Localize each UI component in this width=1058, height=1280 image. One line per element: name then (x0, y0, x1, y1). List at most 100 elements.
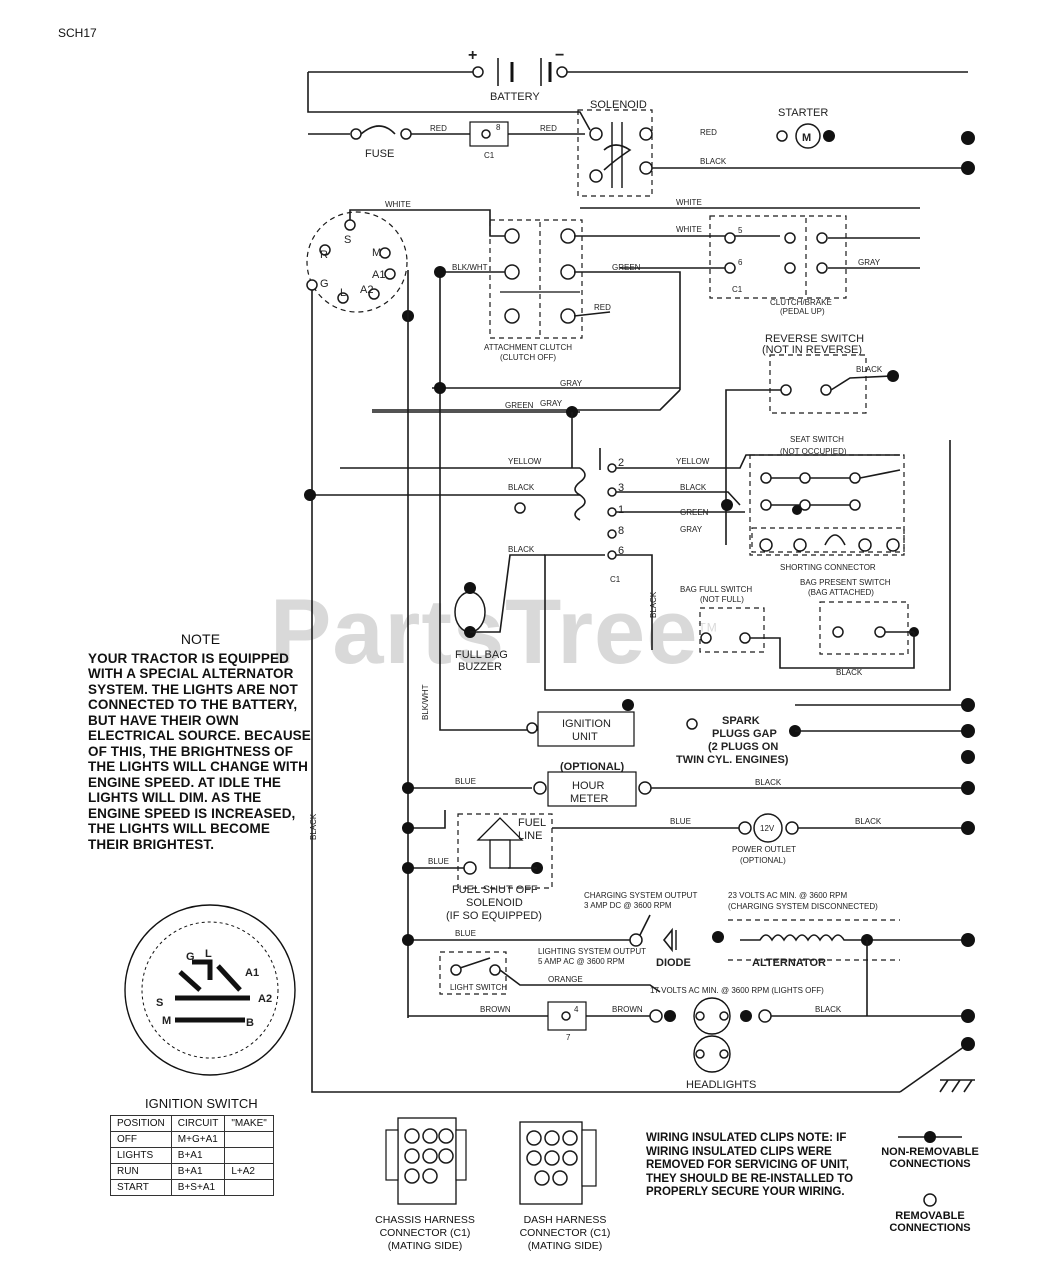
svg-text:BLK/WHT: BLK/WHT (421, 684, 430, 720)
legend-removable: REMOVABLE CONNECTIONS (889, 1210, 971, 1234)
svg-text:BLACK: BLACK (508, 545, 535, 554)
svg-text:L: L (340, 287, 346, 299)
svg-text:G: G (186, 951, 195, 963)
svg-text:A2: A2 (258, 993, 272, 1005)
svg-text:BLUE: BLUE (455, 777, 476, 786)
svg-text:A1: A1 (372, 269, 385, 281)
svg-text:(OPTIONAL): (OPTIONAL) (740, 856, 786, 865)
svg-text:STARTER: STARTER (778, 107, 828, 119)
wiring-clips-note: WIRING INSULATED CLIPS NOTE: IF WIRING I… (646, 1132, 854, 1198)
reverse-switch: REVERSE SWITCH (NOT IN REVERSE) BLACK (725, 333, 899, 545)
svg-text:PLUGS GAP: PLUGS GAP (712, 728, 777, 740)
battery-circuit: + − BATTERY (307, 47, 968, 131)
svg-text:B: B (246, 1017, 254, 1029)
svg-text:BLACK: BLACK (836, 668, 863, 677)
svg-text:BLACK: BLACK (856, 365, 883, 374)
svg-text:M: M (162, 1015, 171, 1027)
svg-text:GREEN: GREEN (680, 508, 709, 517)
svg-text:BLACK: BLACK (700, 157, 727, 166)
svg-text:(NOT FULL): (NOT FULL) (700, 595, 744, 604)
svg-text:3: 3 (618, 482, 624, 494)
svg-text:ATTACHMENT CLUTCH: ATTACHMENT CLUTCH (484, 343, 572, 352)
svg-text:BLACK: BLACK (649, 591, 658, 618)
harness-lines: GRAY GRAY YELLOW BLACK GREEN (304, 266, 681, 1018)
starter: STARTER M (776, 107, 975, 175)
svg-text:UNIT: UNIT (572, 731, 598, 743)
svg-text:12V: 12V (760, 824, 775, 833)
svg-text:WHITE: WHITE (676, 198, 702, 207)
fuse-label: FUSE (365, 148, 394, 160)
svg-text:BUZZER: BUZZER (458, 661, 502, 673)
bag-switches: BAG FULL SWITCH (NOT FULL) BAG PRESENT S… (680, 578, 919, 677)
svg-text:BLUE: BLUE (428, 857, 449, 866)
svg-text:REVERSE SWITCH: REVERSE SWITCH (765, 333, 864, 345)
svg-text:A2: A2 (360, 284, 373, 296)
svg-text:GRAY: GRAY (680, 525, 703, 534)
svg-text:8: 8 (618, 525, 624, 537)
svg-text:G: G (320, 278, 329, 290)
svg-text:RED: RED (700, 128, 717, 137)
chassis-harness-connector (385, 1117, 467, 1205)
svg-text:2: 2 (618, 457, 624, 469)
svg-text:8: 8 (496, 123, 501, 132)
svg-text:BLUE: BLUE (670, 817, 691, 826)
svg-text:BLACK: BLACK (755, 778, 782, 787)
legend (898, 1131, 962, 1207)
svg-text:7: 7 (566, 1033, 571, 1042)
svg-text:(CHARGING SYSTEM DISCONNECTED): (CHARGING SYSTEM DISCONNECTED) (728, 902, 878, 911)
svg-text:(2 PLUGS ON: (2 PLUGS ON (708, 741, 778, 753)
svg-text:5 AMP AC @ 3600 RPM: 5 AMP AC @ 3600 RPM (538, 957, 625, 966)
ignition-switch-title: IGNITION SWITCH (145, 1096, 258, 1111)
svg-text:C1: C1 (484, 151, 495, 160)
svg-text:BLUE: BLUE (455, 929, 476, 938)
svg-text:YELLOW: YELLOW (676, 457, 710, 466)
svg-text:6: 6 (738, 258, 743, 267)
light-switch: LIGHT SWITCH ORANGE 17 VOLTS AC MIN. @ 3… (439, 951, 824, 995)
svg-text:L: L (205, 948, 212, 960)
svg-text:TWIN CYL. ENGINES): TWIN CYL. ENGINES) (676, 754, 789, 766)
dash-harness-connector (519, 1121, 597, 1205)
svg-text:LINE: LINE (518, 830, 542, 842)
battery-plus: + (468, 47, 477, 64)
svg-text:(OPTIONAL): (OPTIONAL) (560, 761, 624, 773)
svg-text:M: M (372, 247, 381, 259)
svg-text:FULL BAG: FULL BAG (455, 649, 508, 661)
svg-text:23 VOLTS AC MIN. @ 3600 RPM: 23 VOLTS AC MIN. @ 3600 RPM (728, 891, 847, 900)
svg-text:GRAY: GRAY (540, 399, 563, 408)
attachment-clutch: ATTACHMENT CLUTCH (CLUTCH OFF) BLK/WHT G… (439, 219, 780, 731)
svg-text:GRAY: GRAY (560, 379, 583, 388)
fuse-circuit: 8 C1 FUSE RED RED (308, 121, 585, 160)
svg-text:CHARGING SYSTEM OUTPUT: CHARGING SYSTEM OUTPUT (584, 891, 697, 900)
svg-text:HOUR: HOUR (572, 780, 604, 792)
hour-meter: (OPTIONAL) BLUE HOUR METER BLACK (402, 761, 975, 807)
svg-text:(NOT OCCUPIED): (NOT OCCUPIED) (780, 447, 847, 456)
svg-text:S: S (156, 997, 163, 1009)
seat-switch: SEAT SWITCH (NOT OCCUPIED) SHORTING CONN… (749, 435, 905, 572)
svg-text:SOLENOID: SOLENOID (590, 99, 647, 111)
svg-text:CLUTCH/BRAKE: CLUTCH/BRAKE (770, 298, 832, 307)
svg-text:C1: C1 (732, 285, 743, 294)
svg-text:WHITE: WHITE (676, 225, 702, 234)
svg-text:6: 6 (618, 545, 624, 557)
svg-text:S: S (344, 234, 351, 246)
svg-text:4: 4 (574, 1005, 579, 1014)
clutch-brake: 5 6 C1 CLUTCH/BRAKE (PEDAL UP) WHITE WHI… (580, 198, 920, 316)
svg-text:GREEN: GREEN (505, 401, 534, 410)
svg-text:A1: A1 (245, 967, 259, 979)
svg-text:(IF SO EQUIPPED): (IF SO EQUIPPED) (446, 910, 542, 922)
svg-text:YELLOW: YELLOW (508, 457, 542, 466)
svg-text:RED: RED (594, 303, 611, 312)
spark-plugs: SPARK PLUGS GAP (2 PLUGS ON TWIN CYL. EN… (676, 698, 975, 766)
svg-text:17 VOLTS AC MIN. @ 3600 RPM (L: 17 VOLTS AC MIN. @ 3600 RPM (LIGHTS OFF) (650, 986, 824, 995)
svg-text:BLACK: BLACK (309, 813, 318, 840)
page-code: SCH17 (58, 26, 97, 40)
alternator-note: NOTE YOUR TRACTOR IS EQUIPPED WITH A SPE… (88, 631, 311, 852)
svg-text:LIGHTING SYSTEM OUTPUT: LIGHTING SYSTEM OUTPUT (538, 947, 646, 956)
svg-text:SPARK: SPARK (722, 715, 760, 727)
headlights: 4 7 BROWN BROWN BLACK HEADLIGHTS BLACK (309, 813, 975, 1093)
svg-text:(CLUTCH OFF): (CLUTCH OFF) (500, 353, 556, 362)
svg-text:LIGHT SWITCH: LIGHT SWITCH (450, 983, 507, 992)
svg-text:BLACK: BLACK (855, 817, 882, 826)
